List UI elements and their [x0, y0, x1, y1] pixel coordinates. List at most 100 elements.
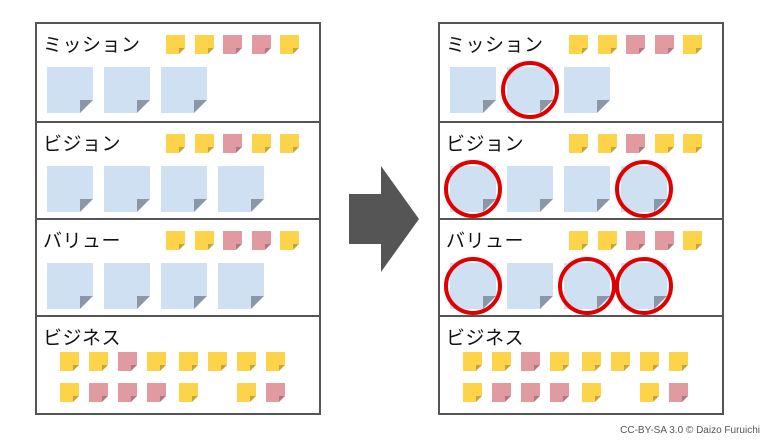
highlight-circle — [444, 160, 502, 218]
sticky-note — [626, 35, 645, 54]
section-title: ビジョン — [43, 133, 122, 155]
sticky-note — [89, 383, 108, 402]
idea-card — [564, 166, 610, 212]
section-1: ミッション — [440, 24, 722, 123]
section-title: ミッション — [43, 34, 141, 56]
section-3: バリュー — [37, 220, 319, 317]
sticky-note — [550, 383, 569, 402]
sticky-note — [626, 231, 645, 250]
sticky-note — [280, 231, 299, 250]
sticky-note — [597, 231, 617, 250]
sticky-note — [463, 383, 482, 402]
sticky-note — [266, 383, 285, 402]
sticky-note — [194, 134, 214, 153]
section-title: バリュー — [43, 230, 122, 252]
highlight-circle — [615, 257, 673, 315]
sticky-note — [194, 231, 214, 250]
sticky-note — [569, 35, 588, 54]
idea-card — [161, 67, 207, 113]
sticky-note — [223, 231, 242, 250]
sticky-note — [166, 35, 185, 54]
sticky-note — [611, 352, 630, 371]
idea-card — [161, 166, 207, 212]
sticky-note — [521, 352, 540, 371]
sticky-note — [683, 35, 702, 54]
sticky-note — [223, 134, 242, 153]
sticky-note — [60, 352, 79, 371]
sticky-note — [669, 352, 688, 371]
sticky-note — [683, 231, 702, 250]
sticky-note — [147, 383, 166, 402]
section-title: ビジネス — [43, 327, 122, 349]
idea-card — [218, 263, 264, 309]
section-title: ビジョン — [446, 133, 525, 155]
section-title: ミッション — [446, 34, 544, 56]
highlight-circle — [615, 160, 673, 218]
idea-card — [104, 263, 150, 309]
sticky-note — [492, 352, 511, 371]
section-title: ビジネス — [446, 327, 525, 349]
before-board: ミッションビジョンバリュービジネス — [35, 22, 321, 415]
idea-card — [47, 67, 93, 113]
sticky-note — [179, 383, 198, 402]
section-2: ビジョン — [37, 123, 319, 220]
idea-card — [218, 166, 264, 212]
sticky-note — [118, 352, 137, 371]
after-board: ミッションビジョンバリュービジネス — [438, 22, 724, 415]
idea-card — [104, 67, 150, 113]
sticky-note — [194, 35, 214, 54]
sticky-note — [266, 352, 285, 371]
sticky-note — [654, 231, 674, 250]
sticky-note — [237, 352, 256, 371]
sticky-note — [640, 352, 659, 371]
sticky-note — [669, 383, 688, 402]
sticky-note — [683, 134, 702, 153]
sticky-note — [521, 383, 540, 402]
license-credit: CC-BY-SA 3.0 © Daizo Furuichi — [620, 425, 760, 436]
sticky-note — [626, 134, 645, 153]
sticky-note — [492, 383, 511, 402]
section-1: ミッション — [37, 24, 319, 123]
sticky-note — [166, 134, 185, 153]
sticky-note — [179, 352, 198, 371]
sticky-note — [251, 231, 271, 250]
idea-card — [507, 263, 553, 309]
sticky-note — [237, 383, 256, 402]
section-4: ビジネス — [440, 317, 722, 413]
sticky-note — [251, 35, 271, 54]
sticky-note — [251, 134, 271, 153]
sticky-note — [654, 35, 674, 54]
idea-card — [564, 67, 610, 113]
sticky-note — [60, 383, 79, 402]
sticky-note — [597, 35, 617, 54]
highlight-circle — [444, 257, 502, 315]
sticky-note — [208, 352, 227, 371]
sticky-note — [280, 134, 299, 153]
sticky-note — [569, 231, 588, 250]
idea-card — [450, 67, 496, 113]
sticky-note — [582, 383, 601, 402]
sticky-note — [550, 352, 569, 371]
sticky-note — [582, 352, 601, 371]
sticky-note — [223, 35, 242, 54]
idea-card — [47, 166, 93, 212]
right-arrow-icon — [349, 166, 419, 272]
idea-card — [104, 166, 150, 212]
sticky-note — [597, 134, 617, 153]
idea-card — [507, 166, 553, 212]
sticky-note — [654, 134, 674, 153]
sticky-note — [569, 134, 588, 153]
sticky-note — [463, 352, 482, 371]
section-2: ビジョン — [440, 123, 722, 220]
sticky-note — [118, 383, 137, 402]
highlight-circle — [558, 257, 616, 315]
idea-card — [161, 263, 207, 309]
section-4: ビジネス — [37, 317, 319, 413]
sticky-note — [280, 35, 299, 54]
sticky-note — [89, 352, 108, 371]
section-title: バリュー — [446, 230, 525, 252]
sticky-note — [640, 383, 659, 402]
sticky-note — [147, 352, 166, 371]
highlight-circle — [501, 61, 559, 119]
section-3: バリュー — [440, 220, 722, 317]
